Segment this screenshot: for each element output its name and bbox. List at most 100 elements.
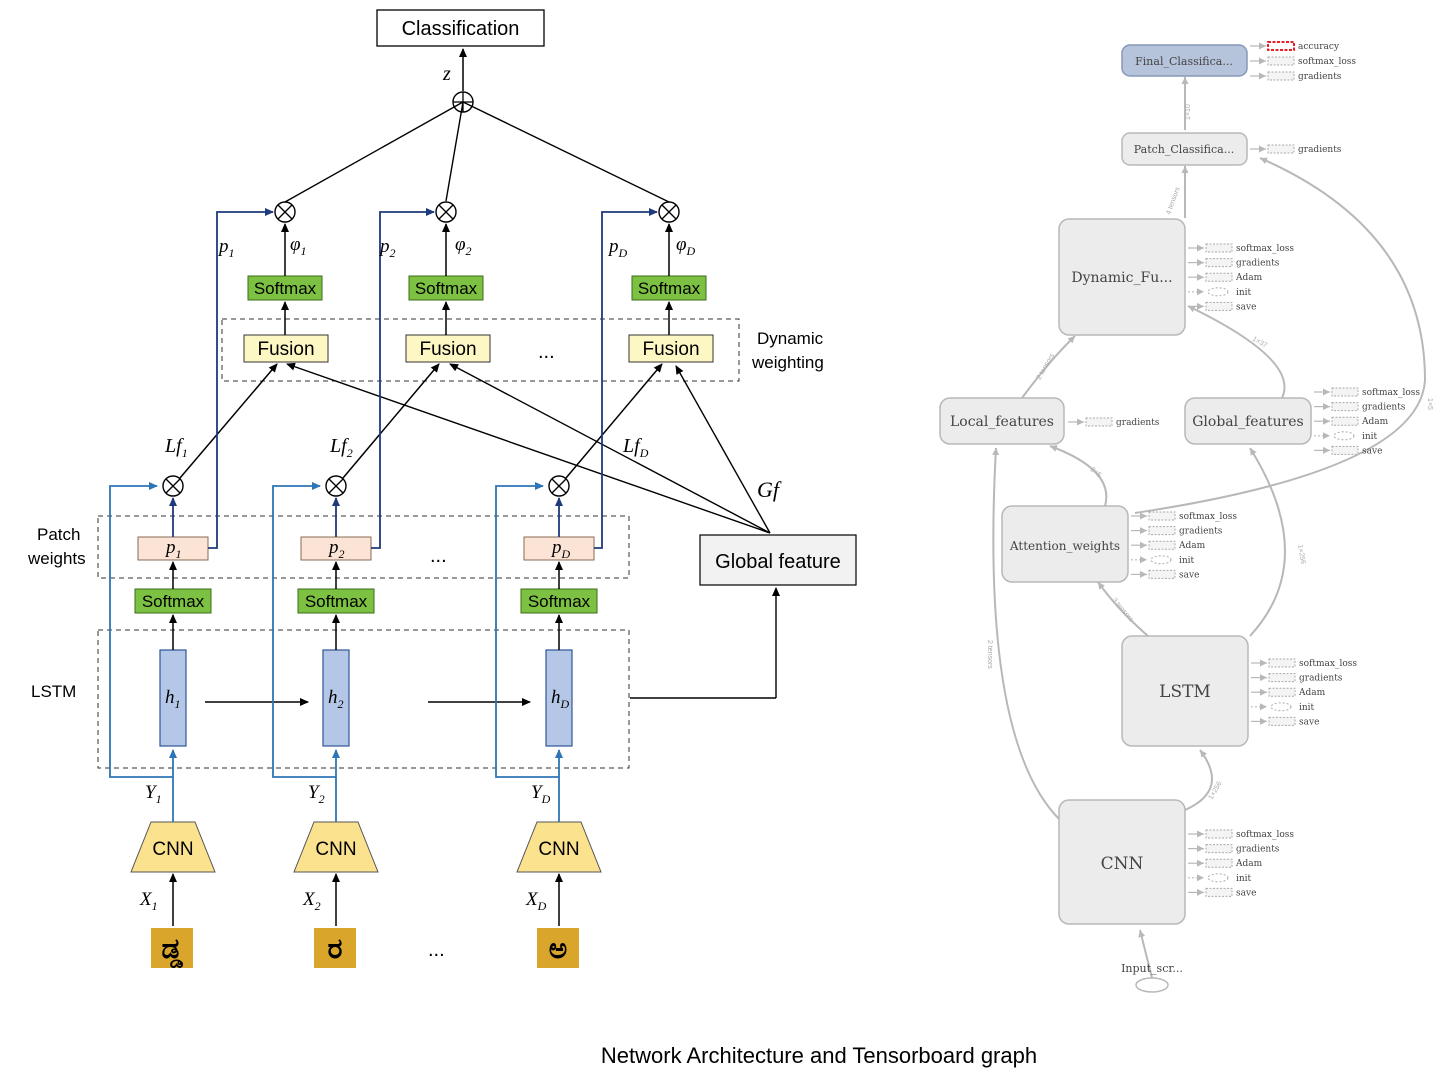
patch-classification-node[interactable]: [1121, 132, 1248, 166]
lf-label-1: Lf1: [164, 435, 188, 460]
global-port-save[interactable]: save: [1314, 445, 1382, 456]
svg-text:2 tensors: 2 tensors: [1036, 352, 1057, 381]
lstm-port-adam[interactable]: Adam: [1251, 687, 1326, 698]
lstm-cell-3: [545, 649, 573, 747]
patch-weight-label-1: p1: [164, 537, 182, 561]
global-port-softmax-loss[interactable]: softmax_loss: [1314, 387, 1420, 398]
cnn-label-2: CNN: [315, 839, 356, 860]
attention-port-save[interactable]: save: [1131, 569, 1199, 580]
fusion-label-2: Fusion: [419, 339, 476, 360]
dynamic-port-gradients[interactable]: gradients: [1188, 258, 1280, 269]
fusion-block-3: [628, 334, 714, 363]
attention-port-gradients[interactable]: gradients: [1131, 526, 1223, 537]
x-label-1: X1: [139, 889, 158, 913]
local-port-gradients-label: gradients: [1116, 418, 1160, 428]
global-port-save-label: save: [1362, 446, 1382, 456]
attention-port-init-label: init: [1179, 556, 1195, 566]
final-port-accuracy[interactable]: accuracy: [1250, 41, 1340, 52]
x-label-2: X2: [302, 889, 321, 913]
dynamic-port-softmax-loss[interactable]: softmax_loss: [1188, 243, 1294, 254]
attention-port-adam-label: Adam: [1178, 541, 1206, 551]
h-label-1: h1: [165, 687, 181, 711]
input-glyph-1: ಡ್ಡ: [161, 933, 183, 968]
cnn-port-adam[interactable]: Adam: [1188, 858, 1263, 869]
dynamic-port-adam[interactable]: Adam: [1188, 272, 1263, 283]
tensorboard-graph: 1×10 4 tensors 2 tensors 1×37 2×5 3 tens…: [939, 41, 1433, 993]
patch-weights-label: Patch weights: [27, 525, 86, 568]
svg-text:1×256: 1×256: [1296, 544, 1306, 565]
global-port-gradients[interactable]: gradients: [1314, 402, 1406, 413]
final-port-softmax-loss-label: softmax_loss: [1298, 57, 1356, 67]
svg-text:2 tensors: 2 tensors: [986, 640, 993, 669]
lstm-port-save-label: save: [1299, 717, 1319, 727]
dynamic-weighting-label: Dynamic weighting: [751, 329, 828, 372]
cnn-port-softmax-loss[interactable]: softmax_loss: [1188, 829, 1294, 840]
lstm-node-label: LSTM: [1159, 682, 1211, 702]
global-port-init-label: init: [1362, 432, 1378, 442]
final-port-softmax-loss[interactable]: softmax_loss: [1250, 56, 1356, 67]
cnn-port-init[interactable]: init: [1188, 873, 1252, 884]
final-port-accuracy-label: accuracy: [1298, 42, 1340, 52]
cnn-node[interactable]: [1058, 799, 1186, 925]
svg-text:4 tensors: 4 tensors: [1165, 186, 1182, 216]
ellipsis-patch: ...: [430, 545, 447, 567]
lstm-port-init-label: init: [1299, 703, 1315, 713]
lstm-node[interactable]: [1121, 635, 1249, 747]
final-classification-node[interactable]: [1121, 44, 1248, 77]
fusion-softmax-2: [408, 275, 484, 301]
patch-softmax-label-3: Softmax: [528, 592, 591, 611]
attention-port-adam[interactable]: Adam: [1131, 540, 1206, 551]
cnn-port-init-label: init: [1236, 874, 1252, 884]
fusion-block-2: [405, 334, 491, 363]
lstm-port-gradients-label: gradients: [1299, 674, 1343, 684]
gf-label: Gf: [757, 477, 782, 502]
z-label: z: [442, 63, 451, 85]
input-image-1: [151, 928, 193, 968]
fusion-block-1: [243, 334, 329, 363]
cnn-node-label: CNN: [1101, 854, 1144, 874]
input-glyph-3: ಅ: [549, 933, 567, 964]
attention-port-softmax-loss[interactable]: softmax_loss: [1131, 511, 1237, 522]
global-features-node[interactable]: [1184, 397, 1312, 445]
architecture-columns: ಡ್ಡX1CNNY1h1Softmaxp1Lf1p1FusionSoftmaxφ…: [109, 201, 714, 968]
attention-weights-node[interactable]: [1001, 505, 1129, 583]
lstm-label: LSTM: [31, 682, 76, 701]
local-port-gradients[interactable]: gradients: [1068, 417, 1160, 428]
input-node[interactable]: [1135, 977, 1169, 993]
final-port-gradients[interactable]: gradients: [1250, 71, 1342, 82]
attention-port-init[interactable]: init: [1131, 555, 1195, 566]
y-label-3: YD: [531, 782, 551, 806]
fusion-softmax-label-2: Softmax: [415, 279, 478, 298]
network-architecture: Classification z Dynamic weighting Patch…: [27, 9, 857, 968]
patch-port-gradients[interactable]: gradients: [1250, 144, 1342, 155]
dynamic-fusion-node[interactable]: [1058, 218, 1186, 336]
fusion-softmax-label-3: Softmax: [638, 279, 701, 298]
global-port-init[interactable]: init: [1314, 431, 1378, 442]
cnn-port-softmax-loss-label: softmax_loss: [1236, 830, 1294, 840]
cnn-port-save[interactable]: save: [1188, 887, 1256, 898]
fusion-label-3: Fusion: [642, 339, 699, 360]
cnn-port-gradients[interactable]: gradients: [1188, 844, 1280, 855]
patch-port-gradients-label: gradients: [1298, 145, 1342, 155]
lstm-port-gradients[interactable]: gradients: [1251, 673, 1343, 684]
lstm-port-init[interactable]: init: [1251, 702, 1315, 713]
fusion-label-1: Fusion: [257, 339, 314, 360]
input-image-2: [314, 928, 356, 968]
global-port-adam[interactable]: Adam: [1314, 416, 1389, 427]
phi-label-3: φD: [676, 234, 696, 258]
lstm-port-save[interactable]: save: [1251, 716, 1319, 727]
global-features-label: Global_features: [1192, 414, 1304, 430]
global-port-gradients-label: gradients: [1362, 403, 1406, 413]
global-port-softmax-loss-label: softmax_loss: [1362, 388, 1420, 398]
dynamic-port-save[interactable]: save: [1188, 301, 1256, 312]
p-top-label-2: p2: [378, 236, 396, 260]
x-label-3: XD: [525, 889, 547, 913]
ellipsis-fusion: ...: [538, 341, 555, 363]
lstm-port-softmax-loss[interactable]: softmax_loss: [1251, 658, 1357, 669]
local-features-node[interactable]: [939, 397, 1065, 445]
input-image-3: [537, 928, 579, 968]
fusion-softmax-label-1: Softmax: [254, 279, 317, 298]
y-label-1: Y1: [145, 782, 162, 806]
dynamic-port-init[interactable]: init: [1188, 287, 1252, 298]
